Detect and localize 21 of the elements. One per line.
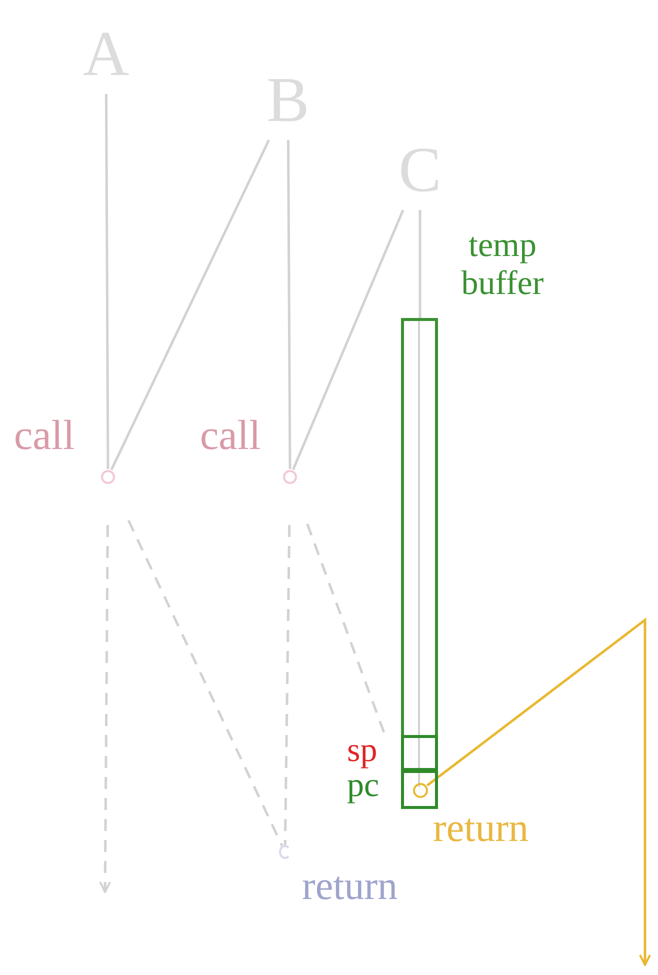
point-caption: return [302,866,398,906]
buffer-heading: temp buffer [460,227,545,303]
connector-line [306,523,386,736]
call-point-circle [413,783,428,798]
call-point-circle [283,470,297,484]
connector-line [286,140,292,469]
call-point-circle [101,470,115,484]
point-caption: call [14,415,75,457]
connector-line [418,210,422,318]
point-caption: return [433,808,529,848]
connector-line [104,94,110,469]
register-label: pc [347,769,380,803]
return-mark [279,845,291,859]
register-label: sp [347,734,378,768]
arrow [99,525,112,893]
connector-line [127,520,284,846]
arrow [426,617,651,966]
connector-line [292,210,404,470]
connector-line [284,524,291,846]
connector-line [110,139,270,470]
point-caption: call [200,415,261,457]
